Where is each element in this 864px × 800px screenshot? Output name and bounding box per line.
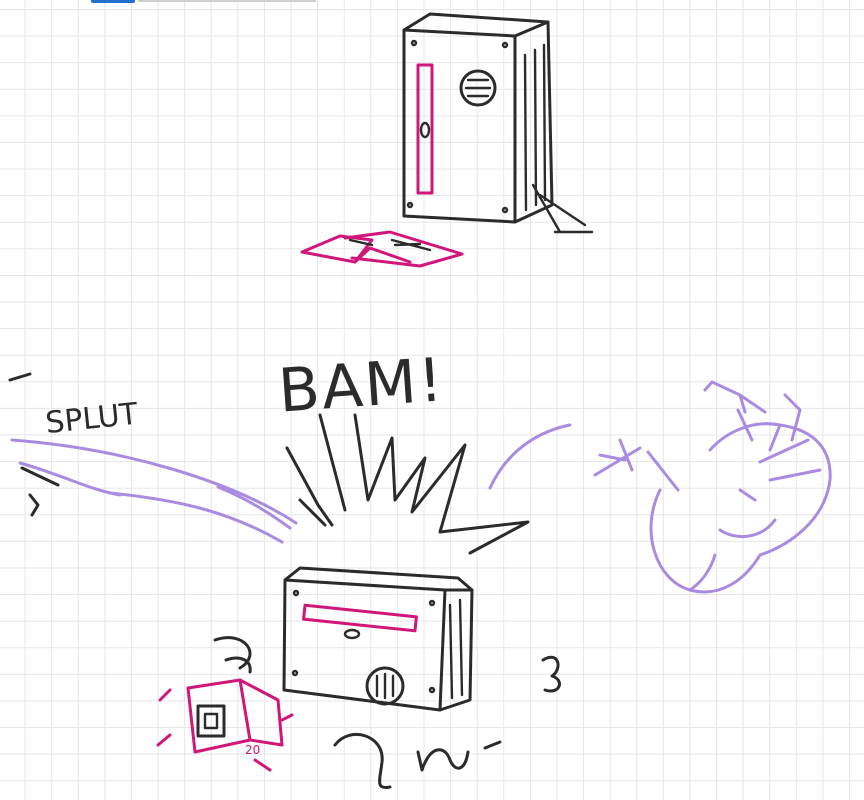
scattered-papers-icon <box>300 230 464 268</box>
impact-burst <box>285 413 530 555</box>
toolbar-track <box>138 0 316 2</box>
knocked-cabinet-icon <box>282 566 474 712</box>
gasp-text: ß <box>540 691 541 693</box>
wobble-sound-marks: ß <box>333 655 561 790</box>
bam-text: BAM! <box>276 345 447 426</box>
active-toolbar-tab[interactable] <box>91 0 135 3</box>
top-toolbar <box>88 0 316 3</box>
svg-text:20: 20 <box>245 743 260 757</box>
dazed-figure-icon <box>488 380 832 594</box>
crushed-box-icon: 20 <box>156 636 294 772</box>
splut-text: SPLUT <box>44 397 140 442</box>
cabinet-icon <box>402 12 594 234</box>
motion-marks <box>8 372 298 544</box>
